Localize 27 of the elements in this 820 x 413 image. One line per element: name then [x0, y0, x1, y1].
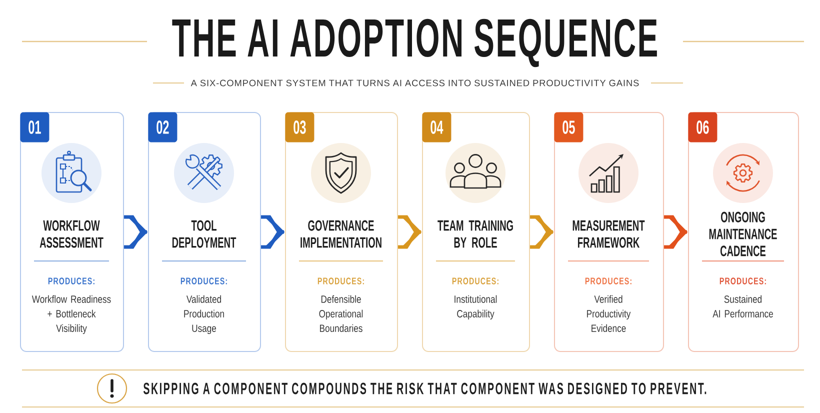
number-badge: 01 — [20, 112, 50, 142]
note-text: SKIPPING A COMPONENT COMPOUNDS THE RISK THAT COMPONENT WAS DESIGNED TO PREVENT. — [143, 382, 706, 394]
card-title: GOVERNANCE IMPLEMENTATION — [300, 220, 382, 248]
card-title: ONGOING MAINTENANCE CADENCE — [709, 212, 777, 256]
section-label: PRODUCES: — [48, 278, 94, 284]
number-badge: 03 — [285, 112, 314, 142]
section-label: PRODUCES: — [180, 278, 227, 284]
card-text: Institutional Capability — [454, 295, 497, 320]
number-badge: 04 — [422, 112, 452, 142]
section-label: PRODUCES: — [585, 278, 632, 284]
card-title: WORKFLOW ASSESSMENT — [40, 220, 104, 248]
card-text: Validated Production Usage — [184, 295, 224, 334]
card-text: Verified Productivity Evidence — [587, 295, 631, 332]
card-text: Workflow Readiness + Bottleneck Visibility — [32, 295, 111, 334]
number-badge: 05 — [554, 112, 584, 142]
section-label: PRODUCES: — [452, 278, 498, 284]
card-text: Defensible Operational Boundaries — [319, 295, 363, 332]
section-label: PRODUCES: — [318, 278, 364, 284]
section-label: PRODUCES: — [720, 278, 766, 284]
number-badge: 06 — [688, 112, 718, 142]
card-title: TEAM TRAINING BY ROLE — [438, 220, 513, 248]
number-badge: 02 — [148, 112, 178, 142]
subtitle: A SIX-COMPONENT SYSTEM THAT TURNS AI ACCESS INTO SUSTAINED PRODUCTIVITY GAINS — [190, 80, 639, 86]
card-title: MEASUREMENT FRAMEWORK — [572, 220, 645, 248]
card-title: TOOL DEPLOYMENT — [172, 220, 236, 248]
title: THE AI ADOPTION SEQUENCE — [172, 18, 657, 68]
card-text: Sustained AI Performance — [712, 295, 773, 318]
